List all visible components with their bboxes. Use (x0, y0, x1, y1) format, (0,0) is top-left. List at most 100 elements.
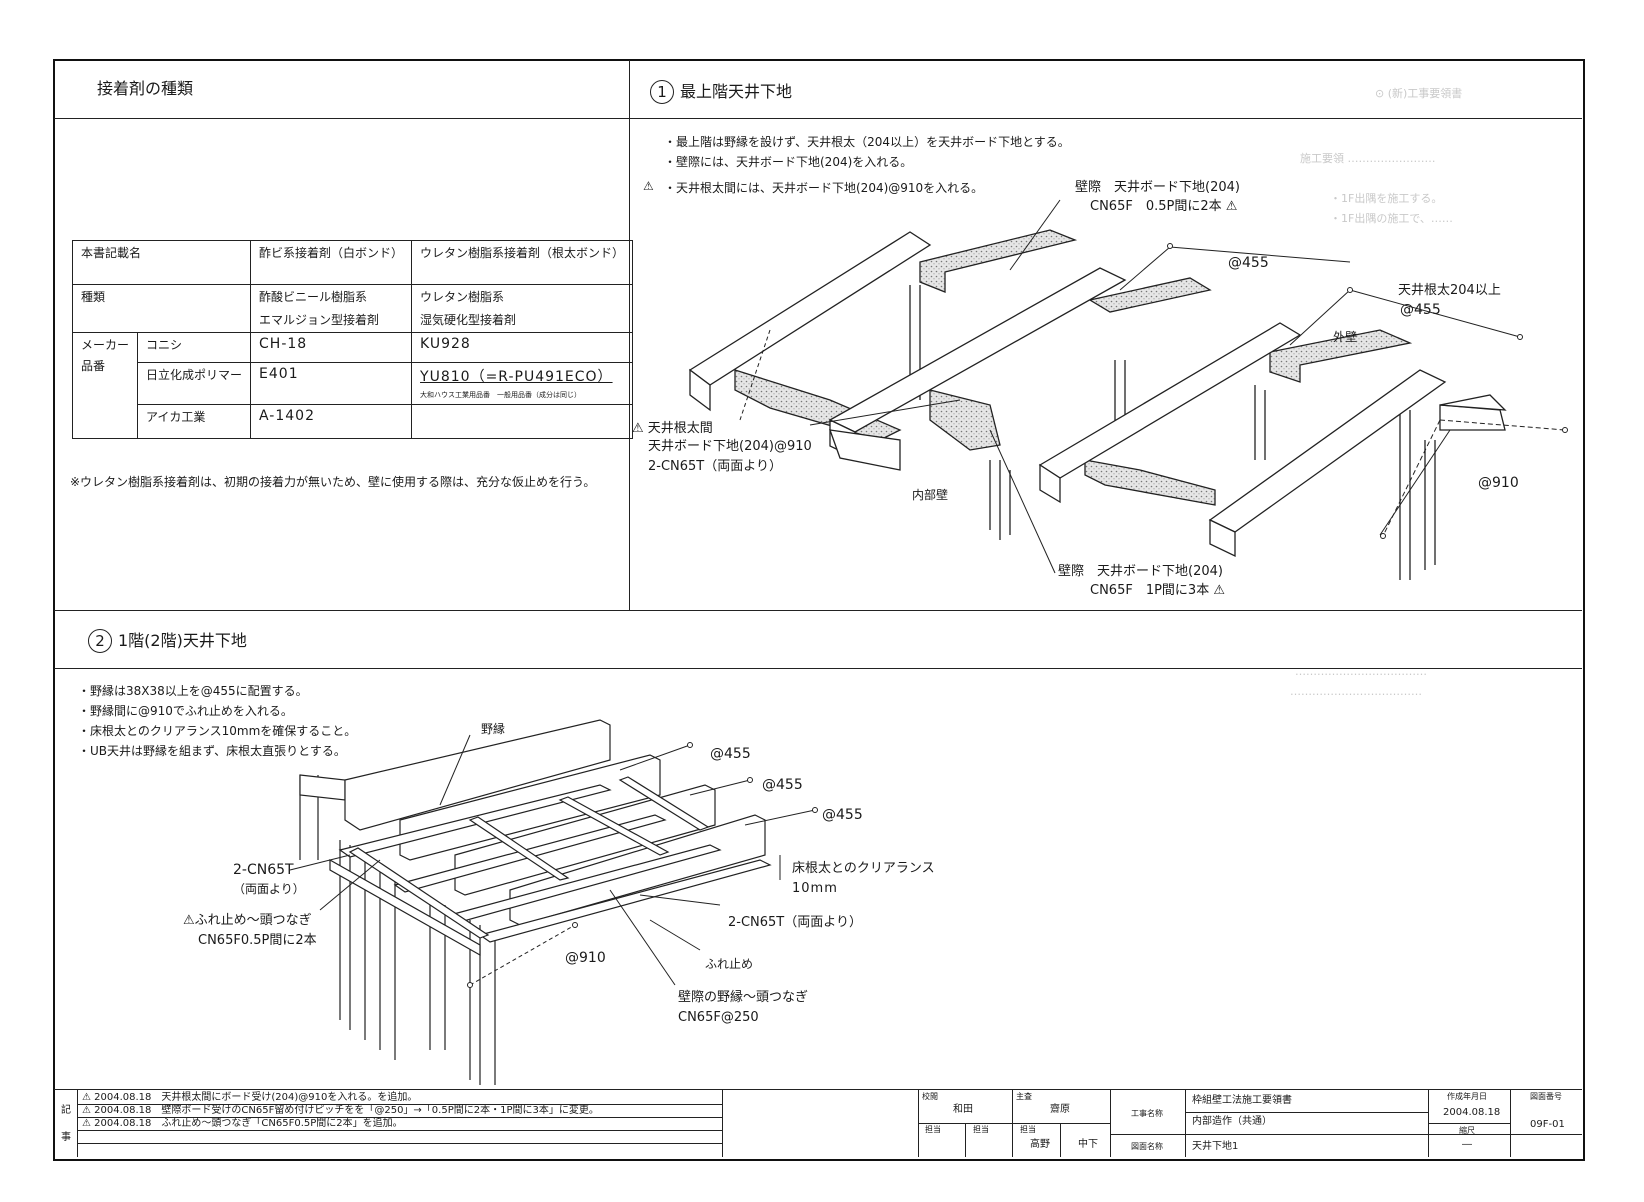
scale-label: 縮尺 (1459, 1126, 1475, 1135)
label-inner-wall: 内部壁 (912, 488, 949, 502)
table-header-cell: ウレタン樹脂系接着剤（根太ボンド） (411, 240, 634, 285)
middle-divider (54, 610, 1582, 611)
section1-bullet: ・天井根太間には、天井ボード下地(204)@910を入れる。 (664, 181, 984, 195)
staff-label: 担当 (1020, 1125, 1036, 1134)
top-plate (1439, 394, 1507, 411)
label-wall-board-top: 壁際 天井ボード下地(204) (1075, 180, 1240, 195)
section-number: 2 (88, 629, 112, 653)
label-pitch-910: @910 (565, 950, 606, 966)
top-plate (829, 429, 901, 471)
sway-brace (618, 776, 710, 831)
label-pitch-910: @910 (1478, 475, 1519, 491)
label-wall-board-bottom-nails: CN65F 1P間に3本 ⚠ (1090, 583, 1225, 598)
reviewer-name: 和田 (953, 1104, 973, 1115)
table-cell: 日立化成ポリマー (137, 362, 252, 405)
board-backer-strip (929, 389, 1001, 451)
label-joist-between: ⚠ 天井根太間 (632, 421, 713, 436)
revision-note: ⚠ 2004.08.18 壁際ボード受けのCN65F留め付けピッチをを「@250… (82, 1105, 599, 1116)
table-header-cell: 本書記載名 (71, 240, 252, 285)
date-label: 作成年月日 (1447, 1092, 1487, 1101)
project-value: 枠組壁工法施工要領書 (1192, 1095, 1292, 1106)
board-backer-strip (1084, 459, 1216, 506)
top-plate (299, 774, 346, 801)
titleblock-divider (1510, 1090, 1511, 1157)
head-tie (329, 858, 481, 957)
staff-label: 担当 (925, 1125, 941, 1134)
label-wall-furring-nails: CN65F@250 (678, 1010, 759, 1025)
drawing-number-label: 図面番号 (1530, 1092, 1562, 1101)
label-wall-board-bottom: 壁際 天井ボード下地(204) (1058, 564, 1223, 579)
titleblock-rule (78, 1104, 722, 1105)
titleblock-divider (722, 1090, 723, 1157)
label-nails-both-sides: 2-CN65T（両面より） (728, 915, 862, 930)
titleblock-rule (78, 1130, 722, 1131)
section2-bullet: ・床根太とのクリアランス10mmを確保すること。 (78, 724, 357, 738)
drawing-number-value: 09F-01 (1530, 1119, 1565, 1130)
warning-icon: ⚠ (643, 179, 654, 193)
section2-bullet: ・UB天井は野縁を組まず、床根太直張りとする。 (78, 744, 346, 758)
board-backer-strip (1269, 329, 1413, 383)
titleblock-divider (1185, 1090, 1186, 1157)
label-pitch: @455 (710, 746, 751, 762)
label-pitch: @455 (1228, 255, 1269, 271)
board-backer-strip (1088, 277, 1212, 313)
date-value: 2004.08.18 (1443, 1107, 1501, 1118)
table-cell: E401 (250, 362, 413, 405)
table-cell: YU810（=R-PU491ECO）大和ハウス工業用品番 一般用品番（成分は同じ… (411, 362, 634, 405)
drawing-name-value: 天井下地1 (1192, 1141, 1239, 1152)
reviewer-label: 校閲 (922, 1092, 938, 1101)
ghost-text: ⊙ (新)工事要領書 (1375, 87, 1463, 100)
label-furring: 野縁 (481, 722, 506, 736)
table-cell: 酢酸ビニール樹脂系エマルジョン型接着剤 (250, 284, 413, 333)
notes-side-label: 記 (61, 1105, 71, 1116)
revision-note: ⚠ 2004.08.18 天井根太間にボード受け(204)@910を入れる。を追… (82, 1092, 418, 1103)
table-cell: CH-18 (250, 332, 413, 363)
revision-note: ⚠ 2004.08.18 ふれ止め～頭つなぎ「CN65F0.5P間に2本」を追加… (82, 1118, 403, 1129)
table-row-label: メーカー品番 (71, 332, 139, 439)
titleblock-rule (78, 1143, 722, 1144)
label-brace-headtie-nails: CN65F0.5P間に2本 (198, 933, 317, 948)
table-cell: ウレタン樹脂系湿気硬化型接着剤 (411, 284, 634, 333)
table-cell (411, 404, 634, 439)
staff-name: 中下 (1078, 1139, 1098, 1150)
label-nails-end: 2-CN65T (233, 862, 294, 878)
drawing-name-label: 図面名称 (1131, 1142, 1163, 1151)
sway-brace (558, 796, 670, 856)
notes-side-label: 事 (61, 1132, 71, 1143)
label-joist-pitch: @455 (1400, 302, 1441, 318)
floor-joist (344, 719, 611, 831)
titleblock-divider (77, 1090, 78, 1157)
sway-brace (468, 816, 570, 881)
ghost-text: ・1F出隅の施工で、…… (1330, 212, 1453, 225)
ghost-text: ・1F出隅を施工する。 (1330, 192, 1443, 205)
titleblock-rule (918, 1123, 1110, 1124)
adhesive-heading: 接着剤の種類 (97, 79, 194, 98)
titleblock-top (54, 1089, 1582, 1090)
chief-label: 主査 (1016, 1092, 1032, 1101)
section1-bullet: ・壁際には、天井ボード下地(204)を入れる。 (664, 155, 913, 169)
sway-brace (348, 847, 490, 939)
titleblock-rule (1185, 1112, 1428, 1113)
label-pitch: @455 (822, 807, 863, 823)
scale-value: ― (1462, 1139, 1472, 1150)
label-wall-furring: 壁際の野縁～頭つなぎ (678, 990, 809, 1005)
ceiling-joist (689, 368, 711, 412)
staff-name: 高野 (1030, 1139, 1050, 1150)
heading-divider-bottom (54, 668, 1582, 669)
titleblock-divider (965, 1123, 966, 1157)
titleblock-divider (1110, 1090, 1111, 1157)
adhesive-table: 本書記載名 酢ビ系接着剤（白ボンド） ウレタン樹脂系接着剤（根太ボンド） 種類 … (71, 240, 634, 439)
label-sway-brace: ふれ止め (705, 957, 754, 971)
board-backer-strip (919, 229, 1078, 293)
project-sub-value: 内部造作（共通） (1192, 1116, 1272, 1127)
project-label: 工事名称 (1131, 1109, 1163, 1118)
furring-strip (478, 859, 772, 943)
ghost-text: ……………………………… (1290, 685, 1422, 698)
titleblock-rule (1110, 1134, 1582, 1135)
label-outer-wall: 外壁 (1333, 330, 1358, 344)
staff-label: 担当 (973, 1125, 989, 1134)
label-clearance: 床根太とのクリアランス (792, 861, 935, 876)
